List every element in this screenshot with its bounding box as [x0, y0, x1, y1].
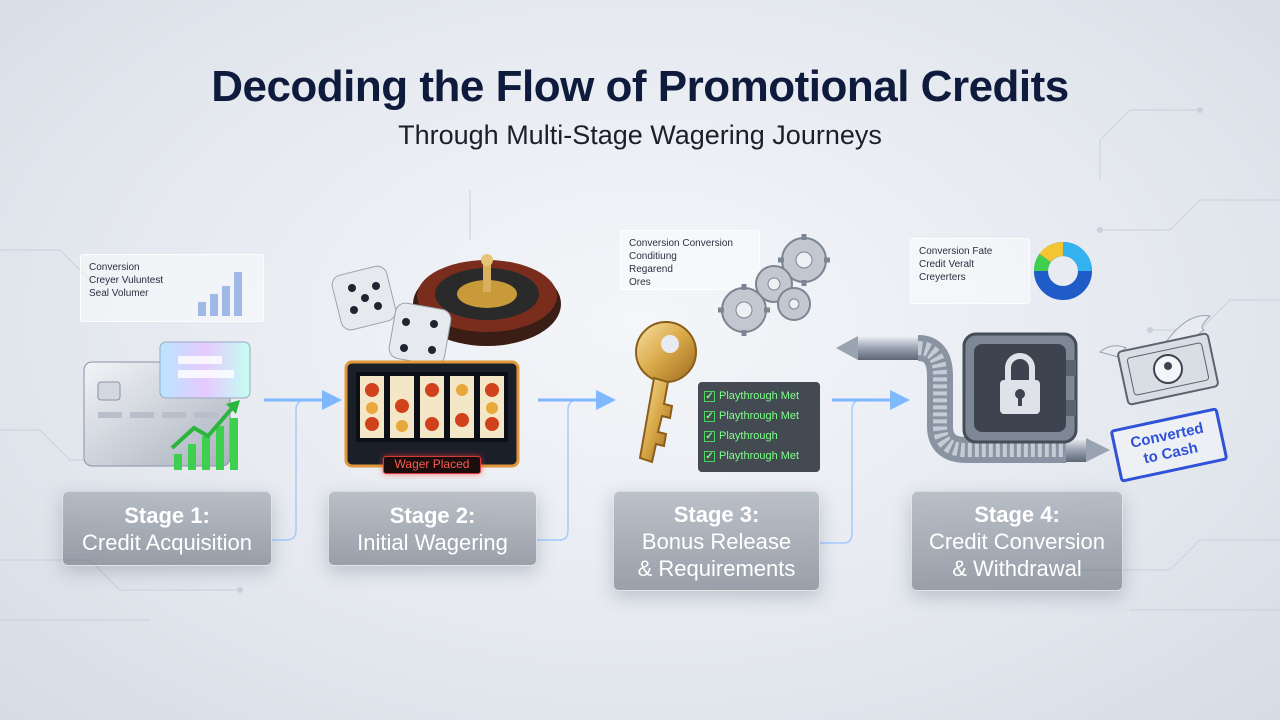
- stage-4-title: Stage 4:: [974, 501, 1060, 527]
- checklist-label: Playthrough Met: [719, 450, 800, 462]
- check-icon: ✓: [704, 450, 715, 462]
- playthrough-checklist: ✓ Playthrough Met ✓ Playthrough Met ✓ Playt…: [698, 382, 820, 472]
- checklist-item: ✓ Playthrough Met: [704, 386, 814, 406]
- flow-arrow-2: [538, 390, 616, 410]
- flow-arrow-1: [264, 390, 342, 410]
- stage3-stats-line: Ores: [629, 277, 651, 288]
- stage-4-box: Stage 4: Credit Conversion & Withdrawal: [911, 491, 1123, 591]
- stage4-stats-panel: Conversion Fate Credit Veralt Creyerters: [910, 238, 1030, 304]
- stage-1-label: Credit Acquisition: [82, 529, 252, 555]
- checklist-item: ✓ Playthrough Met: [704, 446, 814, 466]
- page-title: Decoding the Flow of Promotional Credits: [211, 62, 1069, 111]
- checklist-label: Playthrough Met: [719, 410, 800, 422]
- stage-3-label-line2: & Requirements: [637, 555, 796, 581]
- pipe-icon: [836, 335, 1110, 463]
- vault-icon: [962, 332, 1078, 444]
- check-icon: ✓: [704, 390, 715, 402]
- stage3-stats-line: Conditiung: [629, 251, 677, 262]
- gears-icon: [718, 234, 830, 336]
- wager-placed-badge: Wager Placed: [383, 456, 481, 474]
- stage3-stats-panel: Conversion Conversion Conditiung Regaren…: [620, 230, 760, 290]
- stage3-stats-line: Regarend: [629, 264, 673, 275]
- credit-card-icon: [83, 341, 251, 467]
- growth-chart-icon: [170, 400, 240, 470]
- checklist-item: ✓ Playthrough: [704, 426, 814, 446]
- stage-4-label-line1: Credit Conversion: [928, 528, 1106, 554]
- key-icon: [635, 321, 697, 464]
- stage3-stats-line: Conversion Conversion: [629, 238, 733, 249]
- stage1-stats-line: Creyer Vuluntest: [89, 275, 164, 286]
- stage4-stats-line: Creyerters: [919, 272, 966, 283]
- stage1-stats-line: Seal Volumer: [89, 288, 149, 299]
- checklist-item: ✓ Playthrough Met: [704, 406, 814, 426]
- stage-1-title: Stage 1:: [124, 502, 210, 528]
- check-icon: ✓: [704, 430, 715, 442]
- winged-money-icon: [1098, 315, 1219, 406]
- page-subtitle: Through Multi-Stage Wagering Journeys: [398, 120, 882, 150]
- stage-3-box: Stage 3: Bonus Release & Requirements: [613, 491, 820, 591]
- stage-1-box: Stage 1: Credit Acquisition: [62, 491, 272, 566]
- slot-machine-icon: [344, 360, 520, 468]
- stage-4-label-line2: & Withdrawal: [952, 555, 1082, 581]
- stage1-stats-panel: Conversion Creyer Vuluntest Seal Volumer: [80, 254, 264, 322]
- stage-3-label-line1: Bonus Release: [641, 528, 792, 554]
- flow-arrow-3: [832, 390, 910, 410]
- stage1-bar-chart-icon: [198, 272, 242, 316]
- stage-3-title: Stage 3:: [673, 501, 760, 527]
- stage1-stats-line: Conversion: [89, 262, 140, 273]
- checklist-label: Playthrough Met: [719, 390, 800, 402]
- check-icon: ✓: [704, 410, 715, 422]
- stage-2-label: Initial Wagering: [357, 529, 508, 555]
- donut-chart-icon: [1034, 242, 1092, 300]
- stage4-stats-line: Credit Veralt: [919, 259, 975, 270]
- stage-2-title: Stage 2:: [389, 502, 476, 528]
- checklist-label: Playthrough: [719, 430, 778, 442]
- stage4-stats-line: Conversion Fate: [919, 246, 993, 257]
- stage-2-box: Stage 2: Initial Wagering: [328, 491, 537, 566]
- dice-icon: [331, 265, 452, 366]
